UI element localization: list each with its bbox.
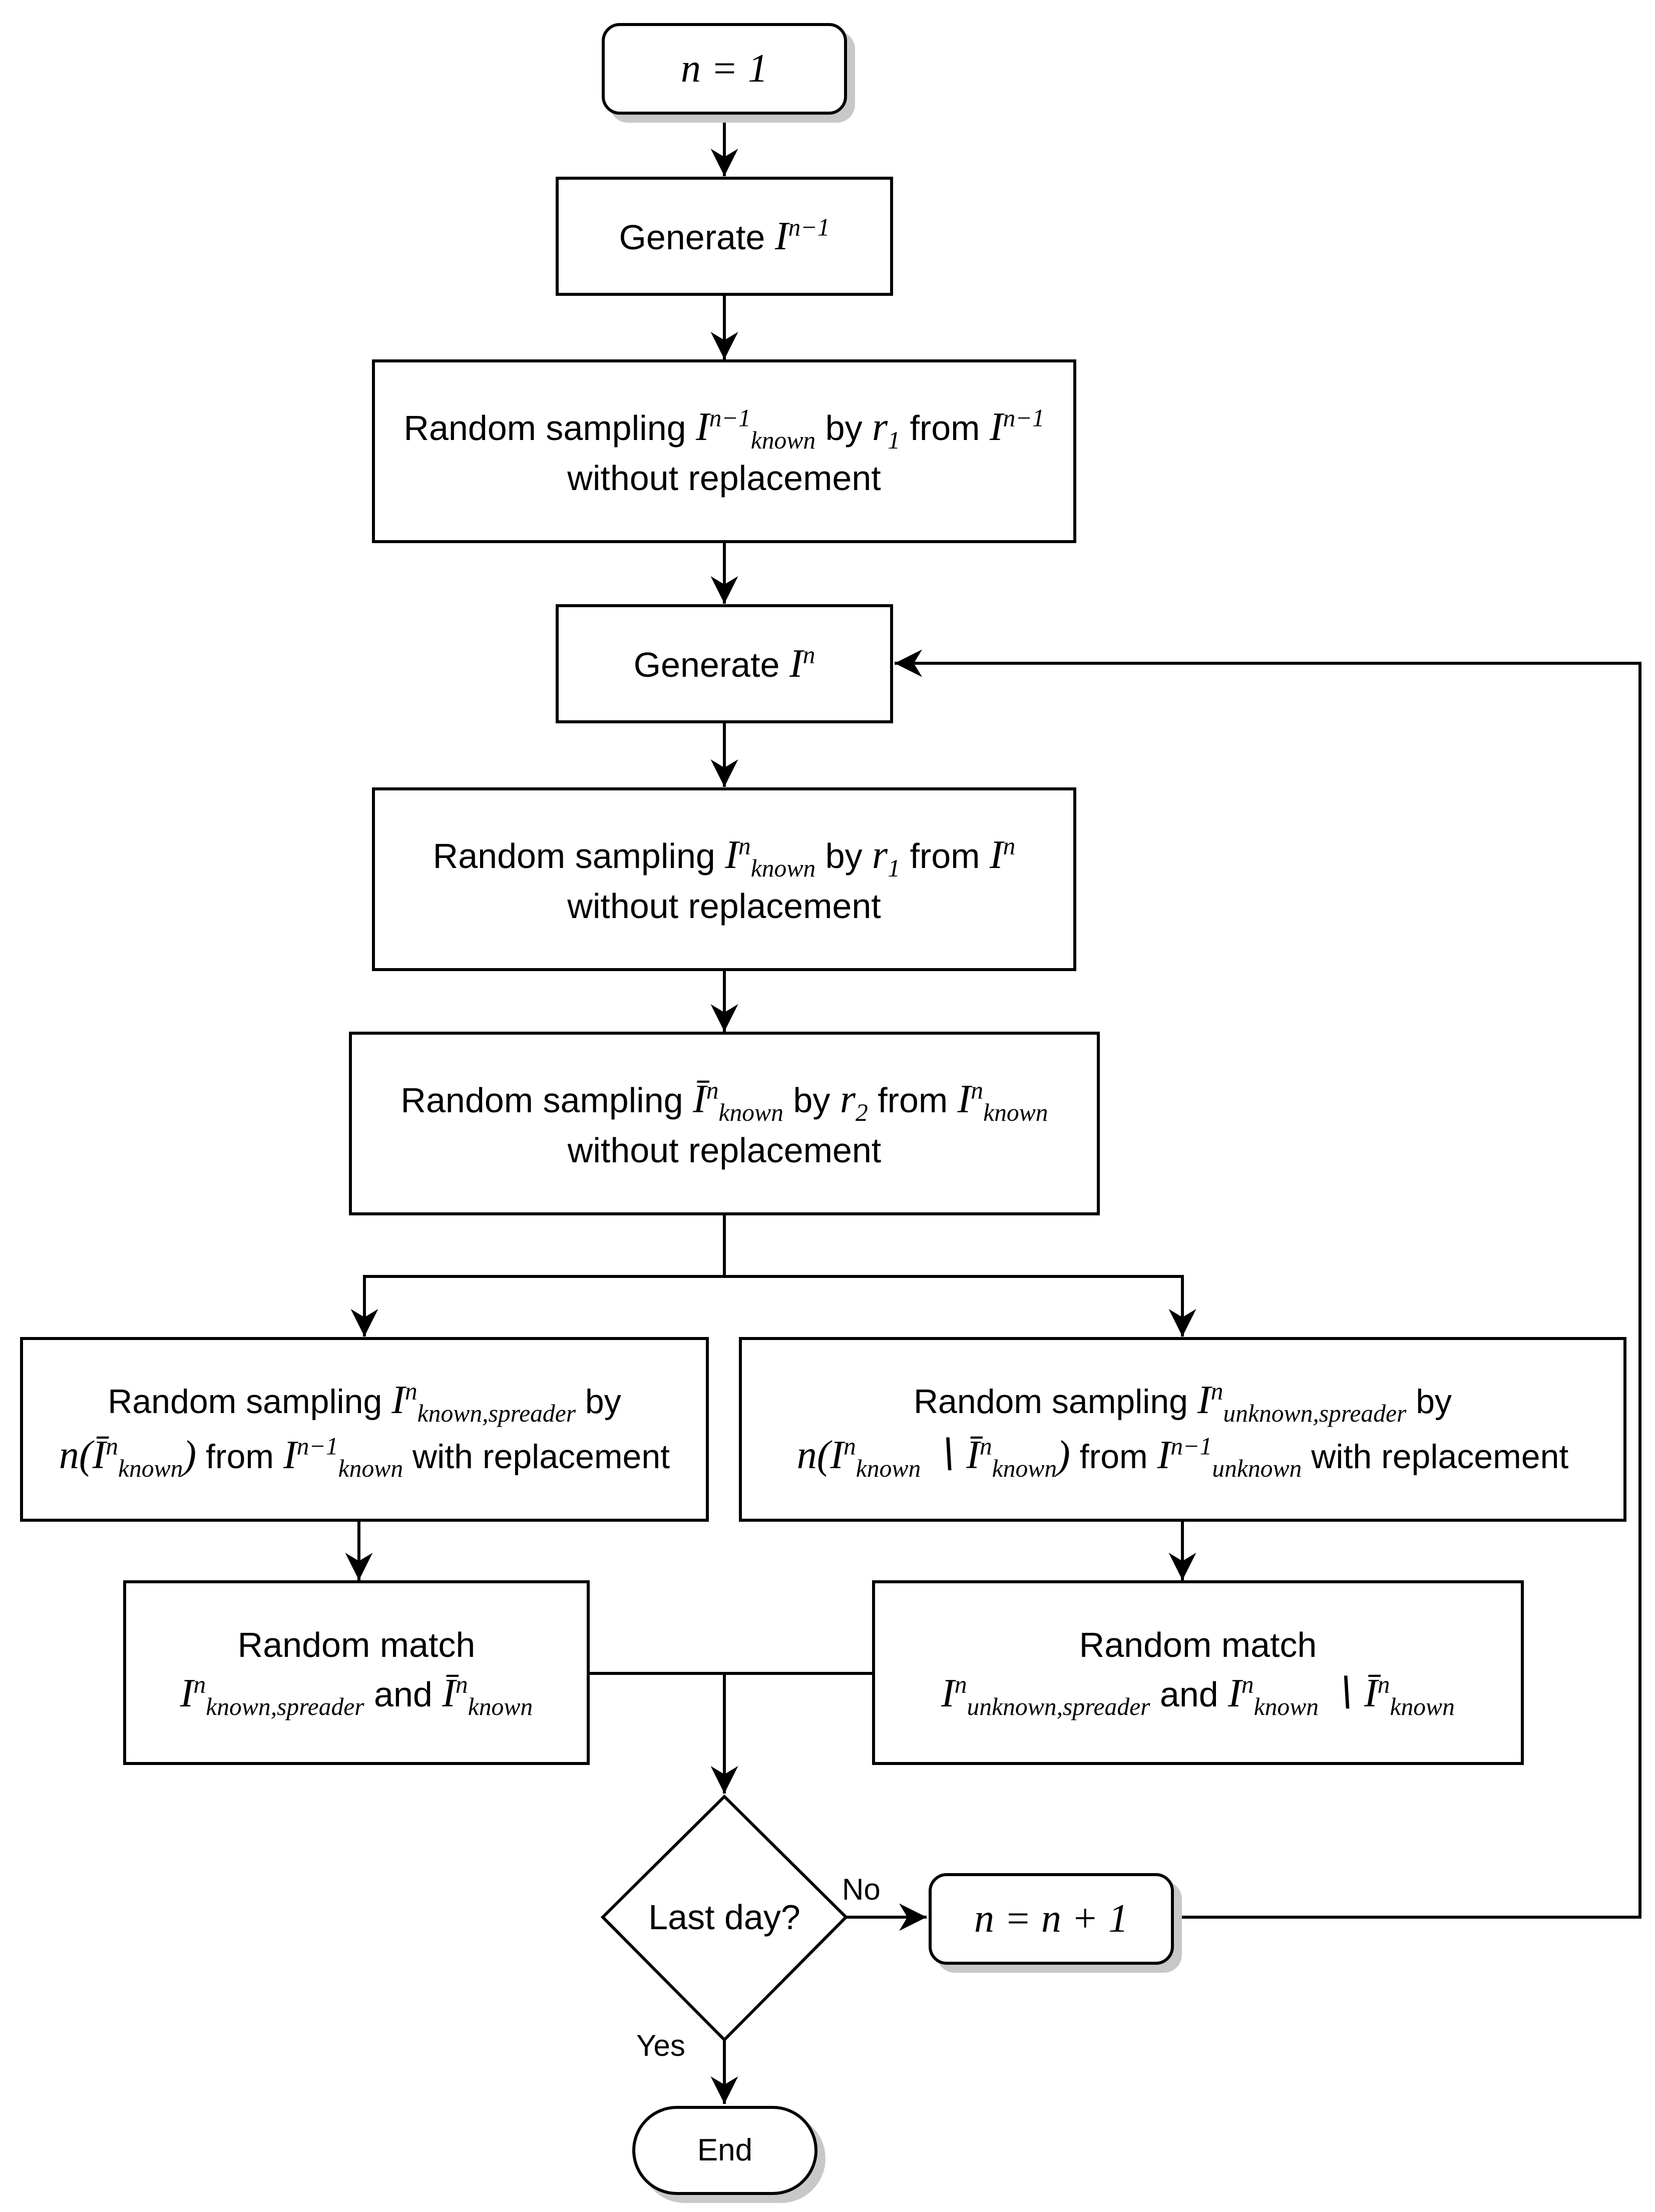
sample-prev-source: In−1: [989, 404, 1045, 449]
split-connector: [364, 1215, 726, 1278]
start-node: n = 1: [602, 23, 847, 115]
decision-node: Last day?: [602, 1795, 847, 2040]
generate-prev-var: In−1: [774, 213, 830, 258]
increment-node: n = n + 1: [929, 1873, 1174, 1965]
sample-known-spreader-node: Random sampling Inknown,spreader by n(Īn…: [20, 1337, 709, 1522]
sample-cur-node: Random sampling Inknown by r1 from In wi…: [372, 787, 1076, 971]
sample-prev-node: Random sampling In−1known by r1 from In−…: [372, 359, 1076, 543]
generate-cur-label: Generate: [633, 645, 780, 684]
label-no: No: [842, 1873, 881, 1906]
match-unknown-a: Inunknown,spreader: [941, 1670, 1150, 1720]
sample-cur-rate: r1: [872, 832, 900, 882]
end-text: End: [697, 2133, 753, 2168]
decision-diamond: [600, 1794, 849, 2042]
known-spreader-count: n(Īnknown): [59, 1432, 197, 1482]
decision-text: Last day?: [648, 1898, 800, 1937]
sample-prev-line2: without replacement: [567, 459, 881, 498]
sample-bar-source: Inknown: [957, 1076, 1048, 1126]
match-known-title: Random match: [237, 1625, 476, 1664]
generate-cur-node: Generate In: [556, 604, 893, 723]
sample-bar-var: Īnknown: [693, 1076, 783, 1126]
sample-prev-prefix: Random sampling: [403, 408, 686, 448]
sample-prev-rate: r1: [872, 404, 900, 454]
sample-cur-prefix: Random sampling: [433, 836, 715, 875]
known-spreader-var: Inknown,spreader: [391, 1377, 576, 1428]
unknown-spreader-prefix: Random sampling: [913, 1383, 1188, 1421]
match-known-b: Īnknown: [442, 1670, 533, 1720]
generate-prev-node: Generate In−1: [556, 177, 893, 296]
match-known-node: Random match Inknown,spreader and Īnknow…: [123, 1580, 590, 1765]
label-yes: Yes: [636, 2029, 685, 2062]
sample-bar-rate: r2: [840, 1077, 868, 1126]
sample-cur-line2: without replacement: [567, 887, 881, 926]
known-spreader-prefix: Random sampling: [108, 1383, 382, 1421]
generate-cur-var: In: [789, 641, 815, 686]
match-unknown-node: Random match Inunknown,spreader and Inkn…: [872, 1580, 1524, 1765]
match-known-a: Inknown,spreader: [180, 1670, 364, 1720]
unknown-spreader-count: n(Inknown ∖ Īnknown): [796, 1432, 1070, 1482]
known-spreader-source: In−1known: [283, 1432, 403, 1482]
increment-text: n = n + 1: [974, 1897, 1128, 1941]
generate-prev-label: Generate: [619, 217, 765, 257]
unknown-spreader-var: Inunknown,spreader: [1197, 1377, 1407, 1428]
end-node: End: [632, 2106, 817, 2195]
unknown-spreader-source: In−1unknown: [1157, 1432, 1302, 1482]
sample-bar-prefix: Random sampling: [400, 1080, 683, 1120]
start-text: n = 1: [681, 47, 768, 91]
loop-back-connector: [895, 649, 1641, 1919]
sample-cur-source: In: [989, 832, 1016, 877]
sample-bar-node: Random sampling Īnknown by r2 from Inkno…: [349, 1032, 1100, 1215]
sample-bar-line2: without replacement: [567, 1131, 882, 1170]
match-unknown-b: Inknown ∖ Īnknown: [1228, 1670, 1455, 1720]
match-unknown-title: Random match: [1079, 1625, 1317, 1664]
sample-unknown-spreader-node: Random sampling Inunknown,spreader by n(…: [739, 1337, 1626, 1522]
sample-prev-var: In−1known: [696, 404, 816, 454]
sample-cur-var: Inknown: [725, 832, 816, 882]
